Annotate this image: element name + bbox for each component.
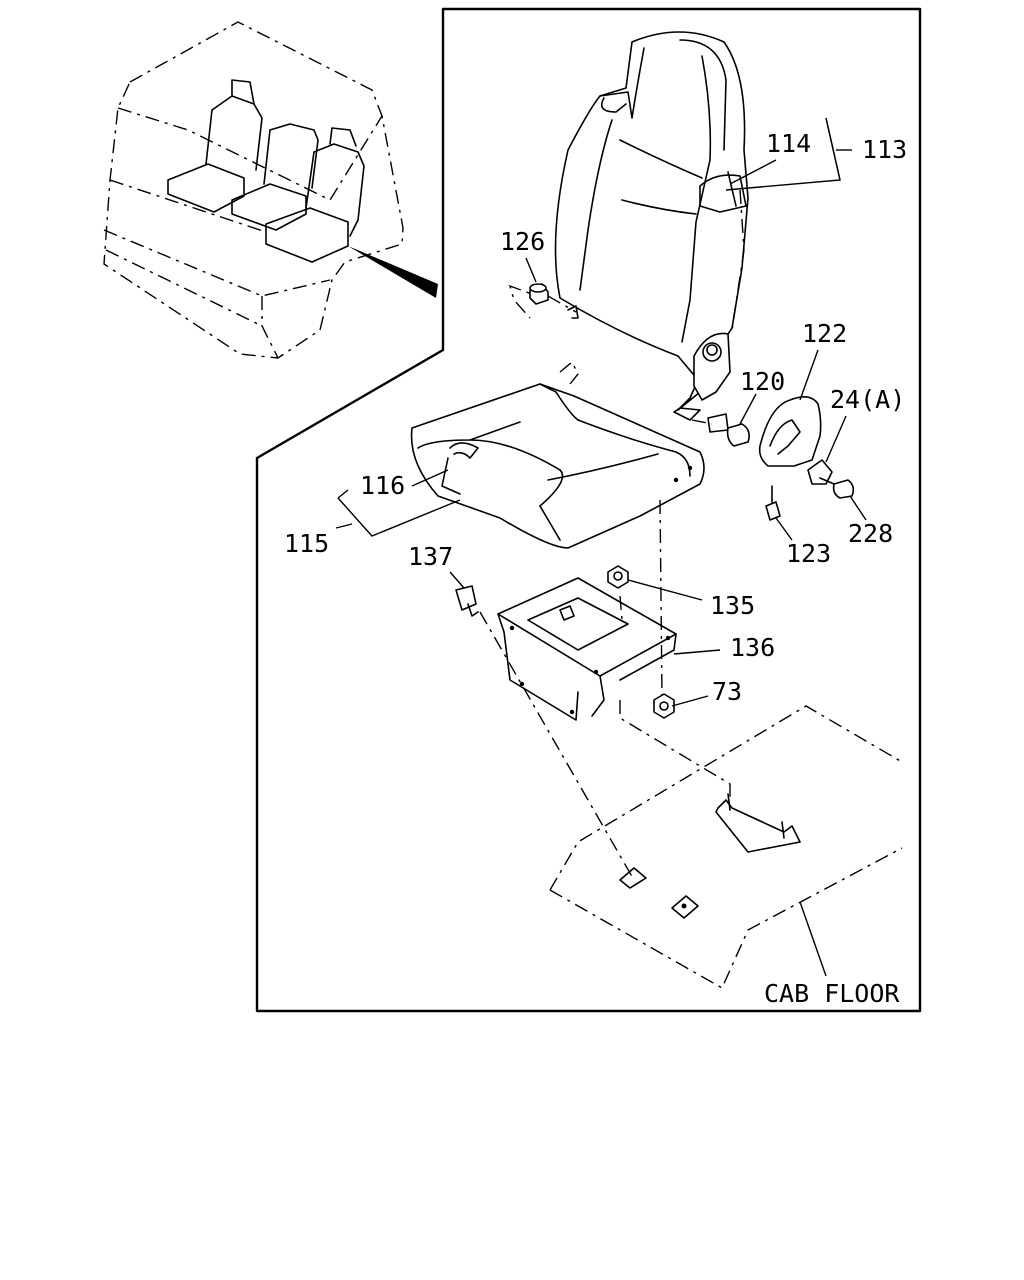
callout-122: 122 xyxy=(802,319,847,348)
callout-120: 120 xyxy=(740,367,785,396)
callout-135: 135 xyxy=(710,591,755,620)
callout-24a: 24(A) xyxy=(830,385,905,414)
detail-frame xyxy=(255,7,922,1013)
cab-floor-label: CAB FLOOR xyxy=(764,979,900,1008)
callout-73: 73 xyxy=(712,677,742,706)
callout-123: 123 xyxy=(786,539,831,568)
callout-228: 228 xyxy=(848,519,893,548)
callout-126: 126 xyxy=(500,227,545,256)
callout-137: 137 xyxy=(408,542,453,571)
callout-113: 113 xyxy=(862,135,907,164)
callout-116: 116 xyxy=(360,471,405,500)
assembly-lines xyxy=(479,189,745,881)
callout-115: 115 xyxy=(284,529,329,558)
small-parts xyxy=(455,283,855,719)
cab-overview xyxy=(103,21,438,359)
cab-floor xyxy=(549,705,903,989)
callout-136: 136 xyxy=(730,633,775,662)
callout-114: 114 xyxy=(766,129,811,158)
callout-labels: 113 114 126 122 120 24(A) 116 115 228 12… xyxy=(284,129,907,1008)
leader-lines xyxy=(335,117,867,977)
seat-bracket xyxy=(497,577,677,721)
seat-back xyxy=(508,31,749,421)
detail-pointer xyxy=(348,246,438,298)
seat-cushion xyxy=(410,360,705,549)
